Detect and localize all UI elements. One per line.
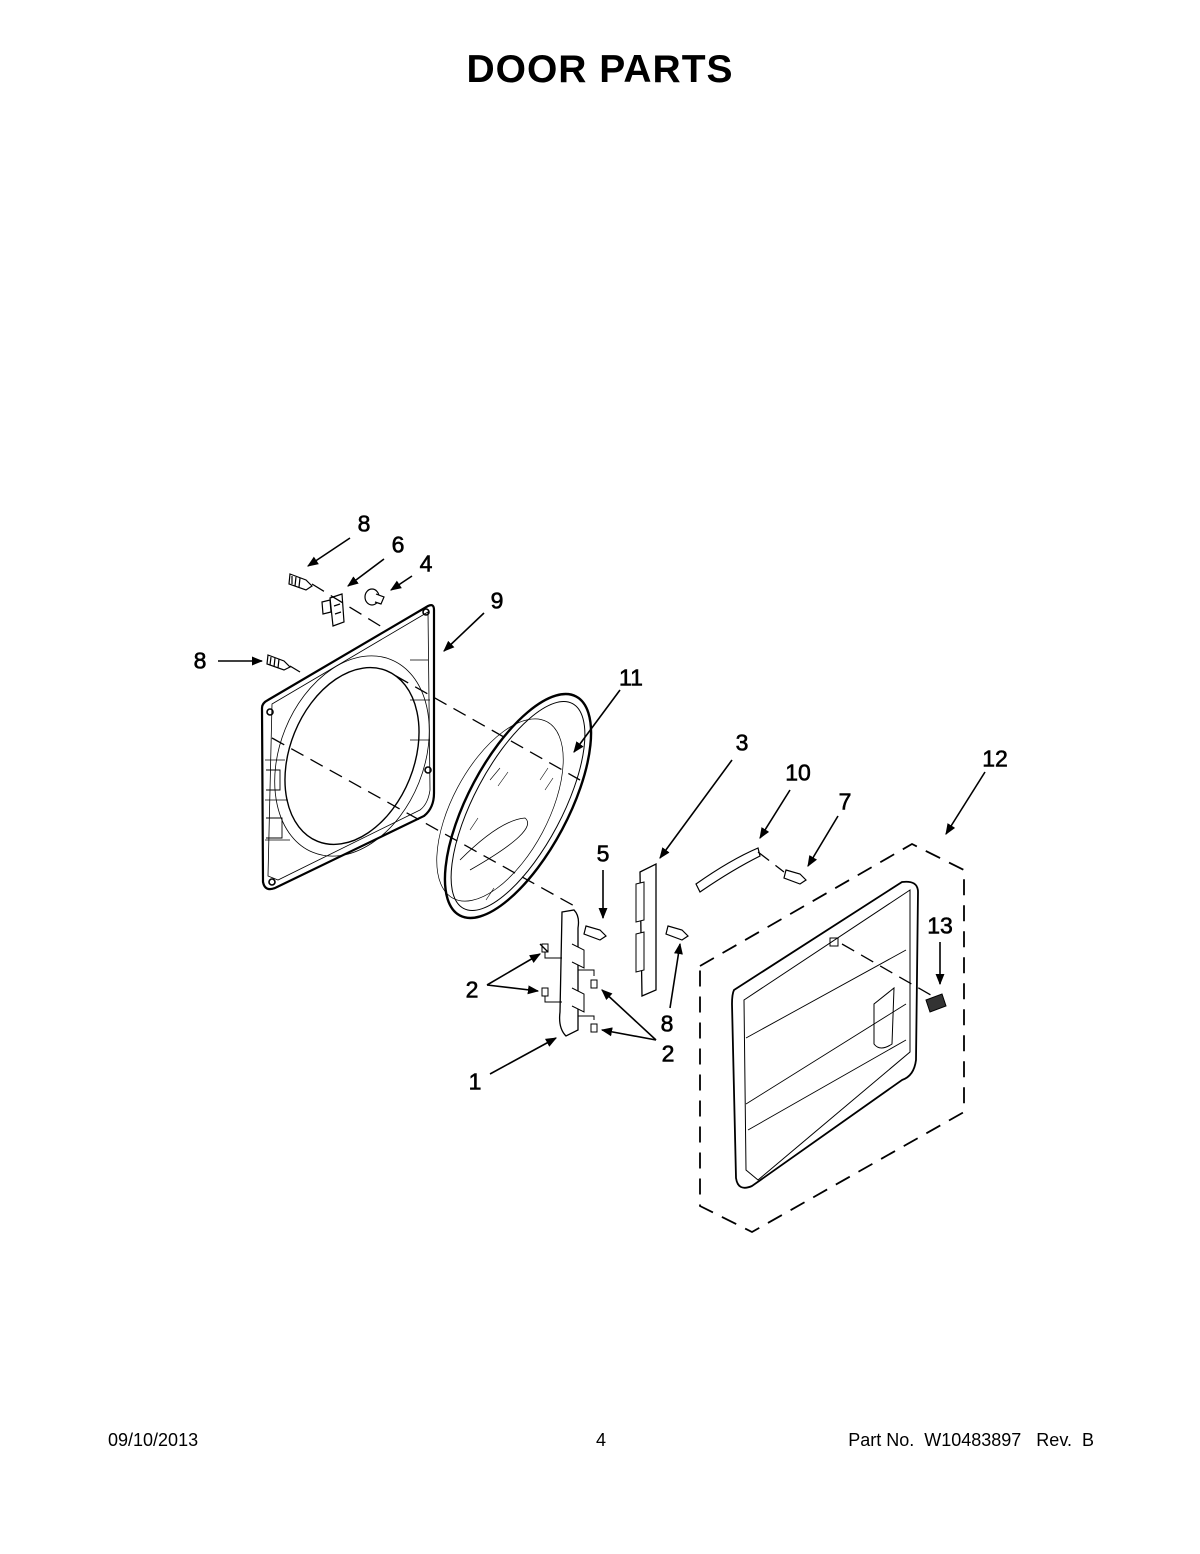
door-glass-part-11	[436, 692, 593, 920]
callout-13: 13	[927, 912, 953, 939]
callout-3: 3	[735, 729, 749, 756]
footer-page-number: 4	[596, 1430, 607, 1450]
clip-part-6	[321, 593, 345, 627]
assembly-lines	[271, 583, 937, 999]
plug-part-4	[364, 588, 385, 606]
callout-8: 8	[357, 510, 371, 537]
callout-2: 2	[465, 976, 479, 1003]
hinge-receiver-part-3	[635, 862, 657, 997]
footer-date: 09/10/2013	[108, 1430, 199, 1450]
callout-9: 9	[490, 587, 504, 614]
callout-1: 1	[468, 1068, 482, 1095]
callout-5: 5	[596, 840, 610, 867]
screw-part-8-top	[288, 573, 313, 591]
pins-part-2	[541, 943, 598, 1033]
screw-part-5	[583, 925, 607, 941]
callout-10: 10	[785, 759, 811, 786]
outer-door-part-12	[699, 842, 965, 1234]
screw-part-8-left	[266, 654, 292, 671]
hinge-part-1	[558, 909, 585, 1037]
callout-8: 8	[193, 647, 207, 674]
callout-8: 8	[660, 1010, 674, 1037]
front-panel-frame-part-9	[260, 604, 436, 891]
screw-part-7	[783, 869, 807, 885]
callout-4: 4	[419, 550, 433, 577]
strip-part-10	[695, 847, 761, 893]
leader-arrows	[218, 537, 986, 1075]
callout-7: 7	[838, 788, 852, 815]
screw-part-8-right	[665, 925, 689, 941]
footer-part-number: Part No. W10483897 Rev. B	[848, 1430, 1094, 1450]
callout-12: 12	[982, 745, 1008, 772]
callout-11: 11	[619, 664, 643, 691]
callout-2: 2	[661, 1040, 675, 1067]
button-part-13	[925, 993, 947, 1013]
callout-6: 6	[391, 531, 405, 558]
page-title: DOOR PARTS	[466, 48, 734, 91]
